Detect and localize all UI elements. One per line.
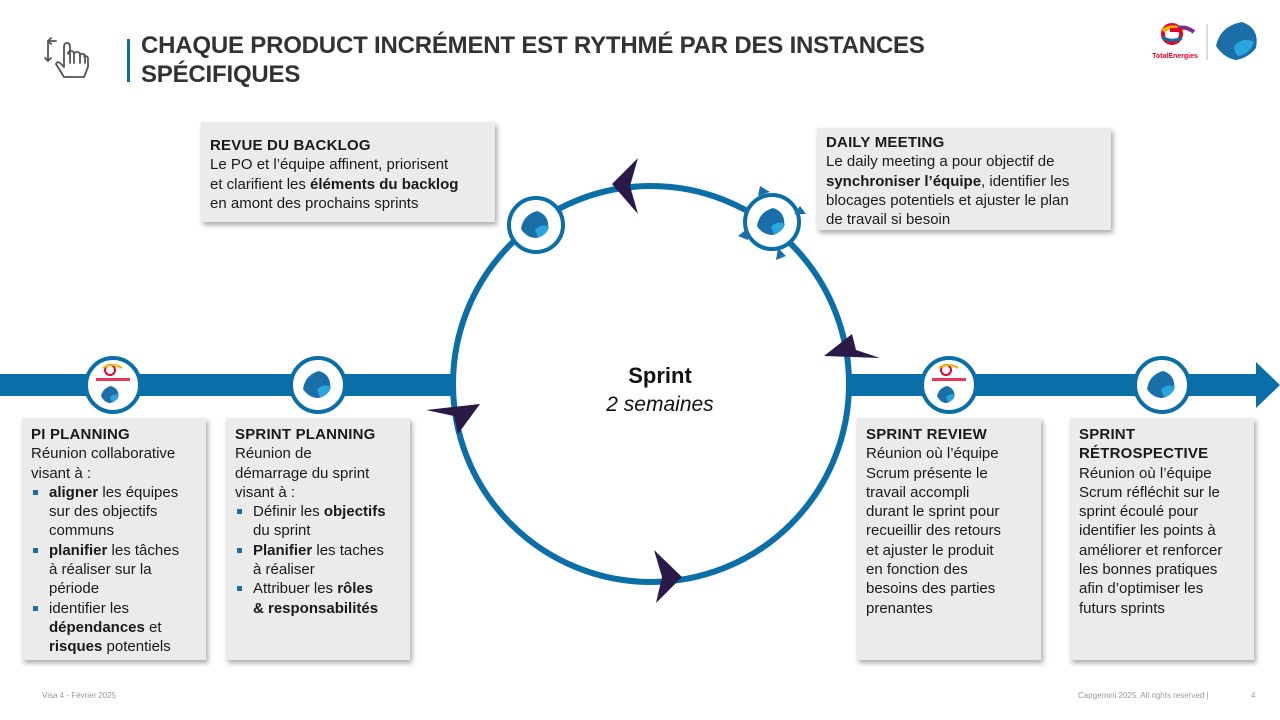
page-number: 4 [1251,691,1256,700]
sprint-cycle-circle [450,183,852,585]
sprint-planning-heading: SPRINT PLANNING [235,426,376,443]
marker-pi-planning [84,356,142,414]
marker-sprint-review [920,356,978,414]
footer-copyright: Capgemini 2025. All rights reserved | [1078,691,1209,700]
timeline-band-left [0,374,452,396]
cycle-chevron-left [426,404,480,434]
revue-backlog-box: REVUE DU BACKLOG Le PO et l’équipe affin… [201,122,495,222]
brand-logos: TotalEnergies [1150,20,1262,66]
logo-text: TotalEnergies [1152,53,1198,60]
pi-planning-box: PI PLANNING Réunion collaborative visant… [22,418,206,660]
timeline-arrowhead [1256,362,1280,408]
list-item: Attribuer les rôles& responsabilités [235,579,401,618]
marker-sprint-planning [289,356,347,414]
marker-daily-meeting [738,186,806,260]
cycle-chevron-right [824,334,880,358]
daily-meeting-heading: DAILY MEETING [826,134,945,151]
sprint-duration: 2 semaines [606,393,714,416]
sprint-retro-heading-2: RÉTROSPECTIVE [1079,445,1209,463]
daily-meeting-box: DAILY MEETING Le daily meeting a pour ob… [817,128,1111,230]
sprint-retrospective-box: SPRINT RÉTROSPECTIVE Réunion où l’équipe… [1070,418,1254,660]
marker-revue-backlog [507,196,565,254]
sprint-review-heading: SPRINT REVIEW [866,426,987,443]
revue-backlog-heading: REVUE DU BACKLOG [210,137,371,154]
sprint-planning-box: SPRINT PLANNING Réunion de démarrage du … [226,418,410,660]
sprint-retro-heading-1: SPRINT [1079,426,1136,443]
marker-sprint-retrospective [1133,356,1191,414]
totalenergies-logo: TotalEnergies [1152,23,1198,60]
touch-gesture-icon [40,33,100,83]
cycle-chevron-bottom [654,550,682,603]
capgemini-spade-logo [1215,21,1257,63]
page-title: CHAQUE PRODUCT INCRÉMENT EST RYTHMÉ PAR … [141,32,925,88]
pi-planning-heading: PI PLANNING [31,426,130,443]
timeline-band-right [848,374,1258,396]
sprint-review-box: SPRINT REVIEW Réunion où l’équipe Scrum … [857,418,1041,660]
cycle-chevron-top [612,158,638,214]
sprint-label: Sprint [628,363,692,388]
footer-left: Visa 4 - Février 2025 [42,691,117,700]
title-accent-bar [127,39,130,82]
